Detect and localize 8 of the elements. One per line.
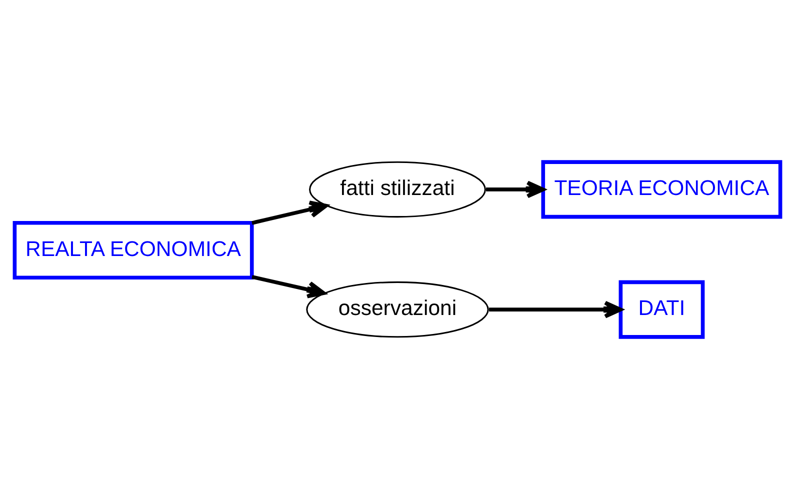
- arrow: [252, 274, 326, 298]
- arrow: [252, 200, 328, 224]
- arrow: [488, 300, 622, 318]
- node-ellipse: fatti stilizzati: [309, 160, 486, 218]
- node-box: REALTA ECONOMICA: [12, 220, 254, 280]
- node-box: DATI: [618, 280, 705, 338]
- arrow: [486, 180, 545, 198]
- node-box: TEORIA ECONOMICA: [541, 160, 782, 218]
